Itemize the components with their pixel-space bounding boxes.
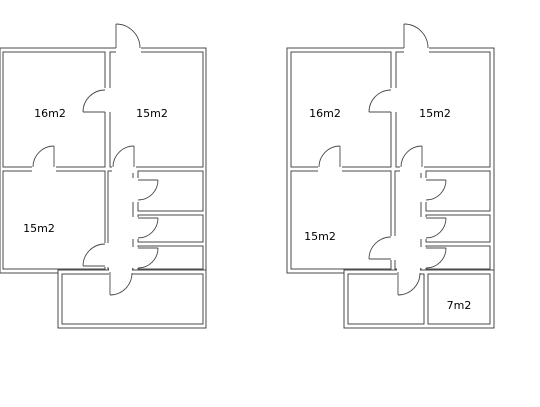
door-middle-left-room-side bbox=[368, 236, 398, 260]
door-closet-3 bbox=[131, 247, 159, 269]
closet-2 bbox=[425, 214, 491, 243]
plan2-label-top-right: 15m2 bbox=[419, 107, 451, 120]
room-top-right bbox=[395, 51, 491, 168]
floor-plan-2: 16m2 15m2 15m2 7m2 bbox=[286, 23, 495, 329]
corridor bbox=[394, 170, 422, 270]
plan1-label-top-right: 15m2 bbox=[136, 107, 168, 120]
door-top-left-room bbox=[82, 88, 112, 113]
closet-1 bbox=[137, 170, 204, 212]
plan2-label-top-left: 16m2 bbox=[309, 107, 341, 120]
room-bottom-left bbox=[347, 273, 425, 325]
floor-plan-1: 16m2 15m2 15m2 bbox=[0, 23, 207, 329]
door-closet-2 bbox=[419, 217, 447, 239]
plan2-label-middle-left: 15m2 bbox=[304, 230, 336, 243]
plan1-label-middle-left: 15m2 bbox=[23, 222, 55, 235]
door-middle-left-room-top bbox=[32, 145, 56, 173]
room-bottom-right bbox=[427, 273, 491, 325]
door-middle-left-room-top bbox=[318, 145, 342, 173]
closet-2 bbox=[137, 214, 204, 243]
door-bottom-room bbox=[109, 267, 133, 296]
door-top-right-room bbox=[400, 145, 424, 173]
room-bottom bbox=[61, 273, 204, 325]
door-closet-3 bbox=[419, 247, 447, 269]
door-entrance bbox=[403, 23, 429, 54]
door-top-left-room bbox=[368, 88, 398, 113]
room-middle-left bbox=[290, 170, 392, 270]
door-entrance bbox=[115, 23, 141, 54]
door-closet-1 bbox=[419, 178, 447, 202]
door-closet-1 bbox=[131, 178, 159, 202]
room-middle-left bbox=[2, 170, 106, 270]
room-top-left bbox=[290, 51, 392, 168]
door-bottom-room bbox=[397, 267, 421, 296]
door-middle-left-room-side bbox=[82, 243, 112, 267]
door-closet-2 bbox=[131, 217, 159, 239]
door-top-right-room bbox=[112, 145, 136, 173]
corridor bbox=[107, 170, 134, 270]
plan2-label-bottom-right: 7m2 bbox=[447, 299, 472, 312]
plan1-label-top-left: 16m2 bbox=[34, 107, 66, 120]
closet-1 bbox=[425, 170, 491, 212]
